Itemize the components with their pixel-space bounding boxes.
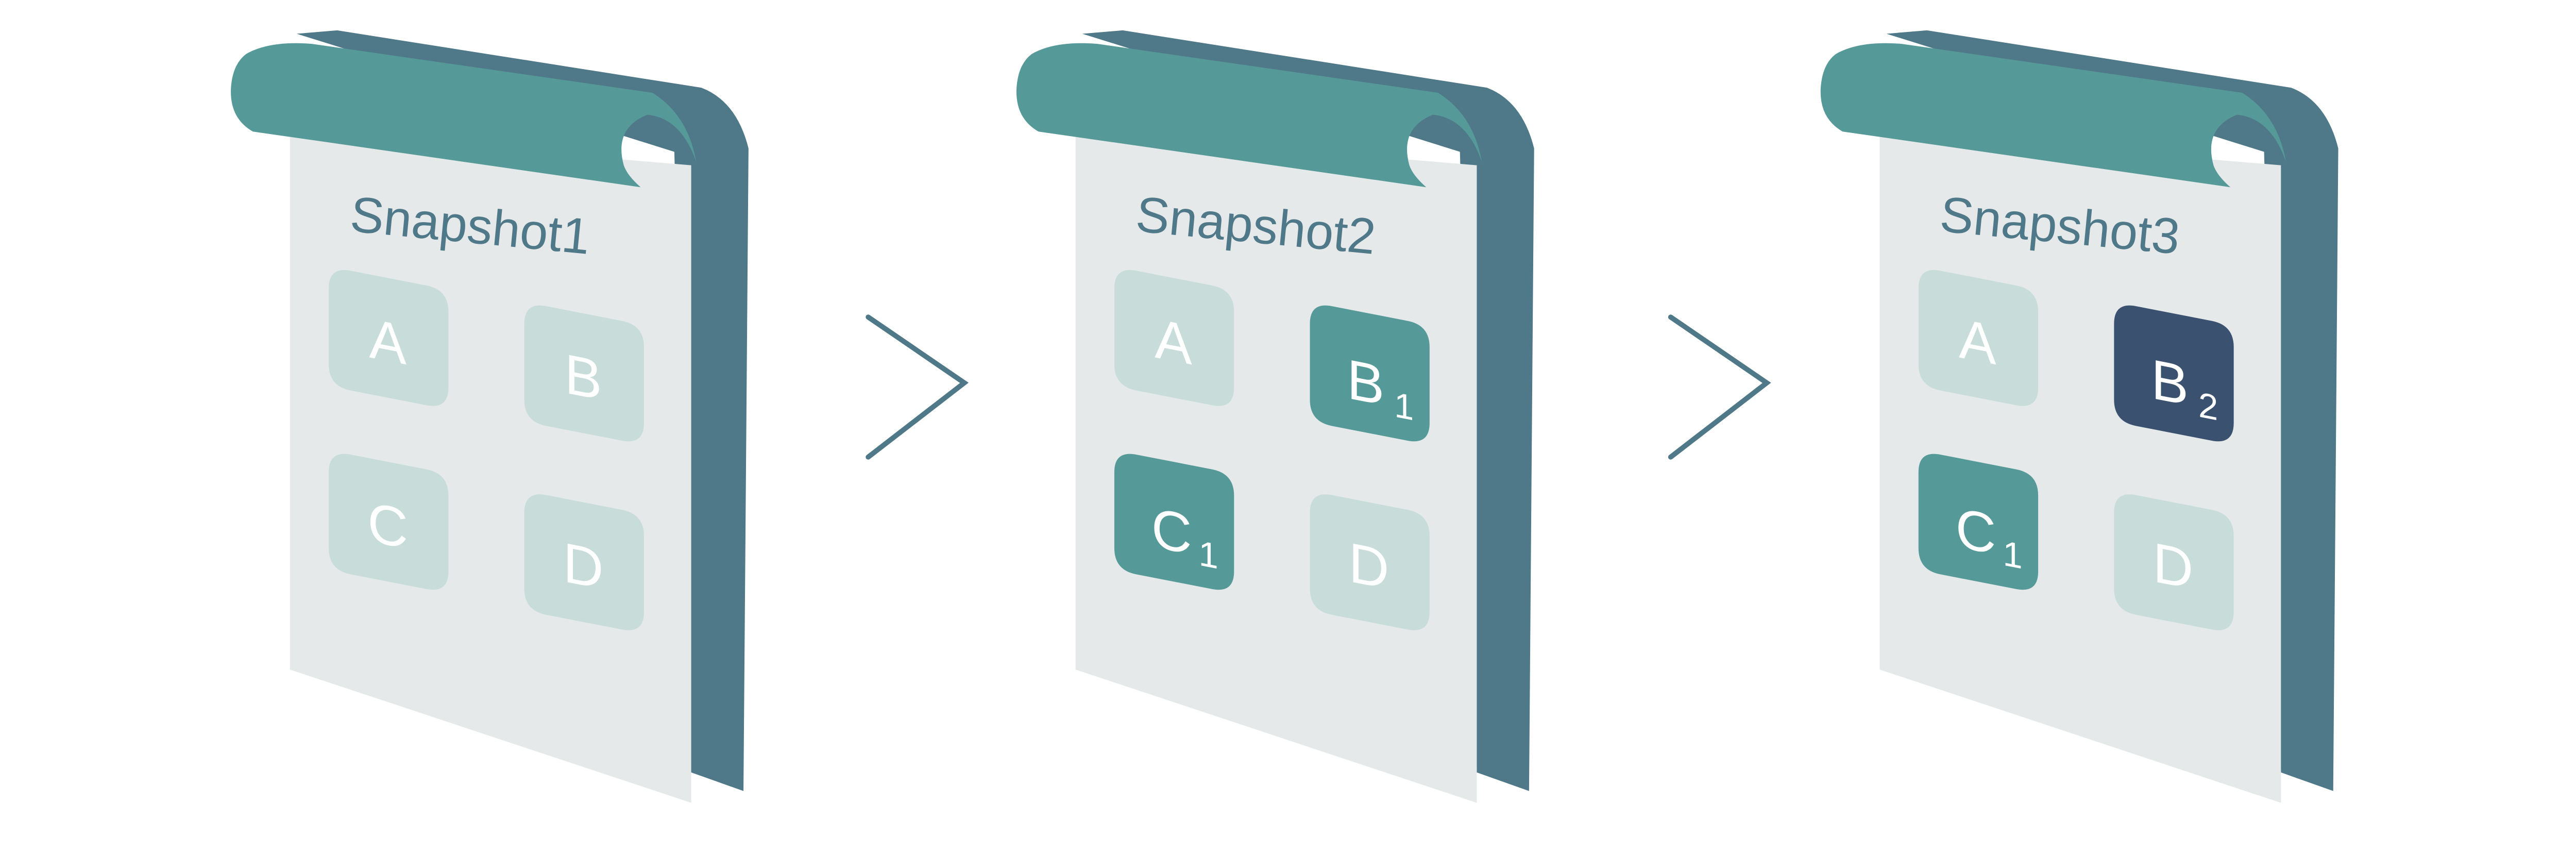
block-tile (1114, 270, 1234, 406)
block-tile (1310, 305, 1430, 442)
block-tile (524, 305, 644, 442)
block-d: D (1310, 494, 1430, 630)
block-tile (1918, 270, 2039, 406)
block-a: A (329, 270, 449, 406)
block-letter: D (1349, 531, 1389, 602)
block-b: B (524, 305, 644, 442)
block-letter: B (565, 343, 602, 412)
block-tile (1310, 494, 1430, 630)
block-letter: A (369, 307, 406, 377)
back-cover (296, 30, 749, 791)
block-d: D (524, 494, 644, 630)
front-cover (231, 43, 697, 188)
block-a: A (1918, 270, 2039, 406)
block-letter: A (1959, 307, 1996, 377)
front-cover (1016, 43, 1482, 188)
chevron-right-icon (1668, 314, 1771, 460)
block-subscript: 1 (1394, 385, 1414, 428)
block-letter: C (367, 491, 408, 561)
block-tile (329, 454, 449, 590)
back-cover (1886, 30, 2338, 791)
block-letter: C (1151, 496, 1192, 566)
block-tile (524, 494, 644, 630)
block-tile (1114, 454, 1234, 590)
block-subscript: 2 (2198, 385, 2218, 428)
block-letter: B (2151, 348, 2189, 417)
block-tile (2114, 494, 2234, 630)
block-letter: A (1155, 307, 1192, 377)
back-cover (1082, 30, 1534, 791)
block-tile (329, 270, 449, 406)
block-a: A (1114, 270, 1234, 406)
block-tile (2114, 305, 2234, 442)
block-c: C (329, 454, 449, 590)
block-tile (1918, 454, 2039, 590)
chevron-right-icon (866, 314, 969, 460)
front-cover (1820, 43, 2286, 188)
block-letter: D (2153, 531, 2194, 602)
block-letter: C (1956, 496, 1996, 566)
block-subscript: 1 (2003, 533, 2022, 577)
block-letter: D (563, 531, 604, 602)
block-d: D (2114, 494, 2234, 630)
block-letter: B (1347, 348, 1384, 417)
block-subscript: 1 (1199, 533, 1218, 577)
